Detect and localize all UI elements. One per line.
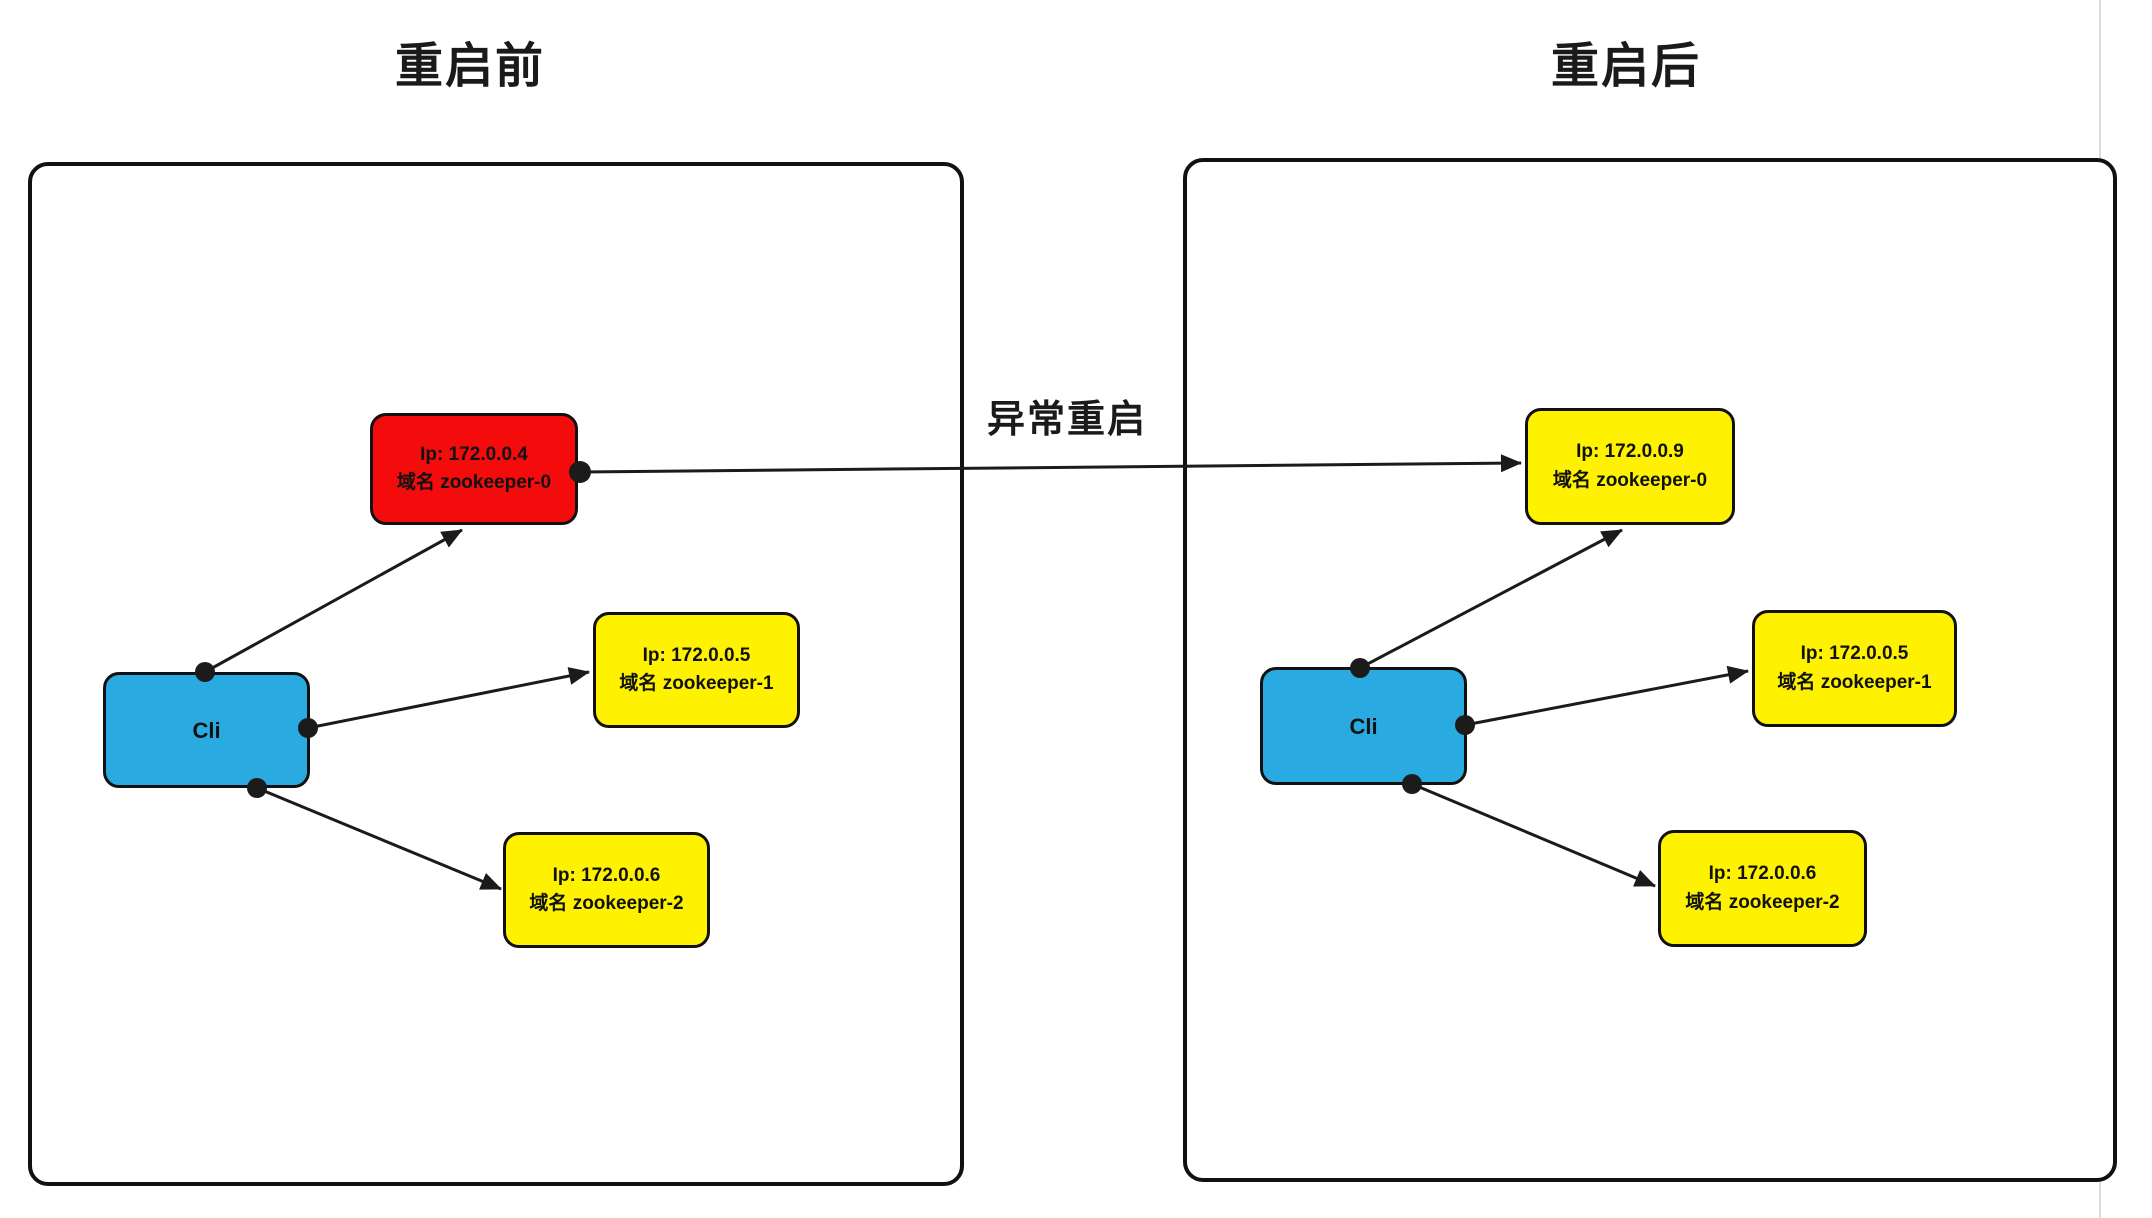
node-left-zookeeper-0: Ip: 172.0.0.4 域名 zookeeper-0 <box>370 413 578 525</box>
node-left-zookeeper-2: Ip: 172.0.0.6 域名 zookeeper-2 <box>503 832 710 948</box>
node-domain-text: 域名 zookeeper-2 <box>529 893 684 914</box>
node-right-zookeeper-0: Ip: 172.0.0.9 域名 zookeeper-0 <box>1525 408 1735 525</box>
node-domain-text: 域名 zookeeper-0 <box>1552 469 1708 491</box>
panel-title-before: 重启前 <box>394 40 545 93</box>
panel-title-after: 重启后 <box>1550 40 1701 93</box>
node-ip-text: Ip: 172.0.0.6 <box>552 864 661 886</box>
cli-label: Cli <box>1349 713 1378 739</box>
node-domain-text: 域名 zookeeper-1 <box>1777 671 1932 693</box>
node-right-zookeeper-1: Ip: 172.0.0.5 域名 zookeeper-1 <box>1752 610 1957 727</box>
node-left-cli: Cli <box>103 672 310 788</box>
node-ip-text: Ip: 172.0.0.5 <box>1800 643 1909 664</box>
node-right-zookeeper-2: Ip: 172.0.0.6 域名 zookeeper-2 <box>1658 830 1867 947</box>
node-ip-text: Ip: 172.0.0.5 <box>642 644 751 666</box>
transition-label: 异常重启 <box>986 399 1147 441</box>
node-domain-text: 域名 zookeeper-2 <box>1685 891 1840 913</box>
node-domain-text: 域名 zookeeper-0 <box>396 472 552 493</box>
node-ip-text: Ip: 172.0.0.4 <box>420 443 528 465</box>
node-left-zookeeper-1: Ip: 172.0.0.5 域名 zookeeper-1 <box>593 612 800 728</box>
cli-label: Cli <box>192 717 221 743</box>
node-ip-text: Ip: 172.0.0.6 <box>1708 863 1817 884</box>
node-domain-text: 域名 zookeeper-1 <box>619 673 774 694</box>
node-ip-text: Ip: 172.0.0.9 <box>1576 441 1684 462</box>
node-right-cli: Cli <box>1260 667 1467 785</box>
